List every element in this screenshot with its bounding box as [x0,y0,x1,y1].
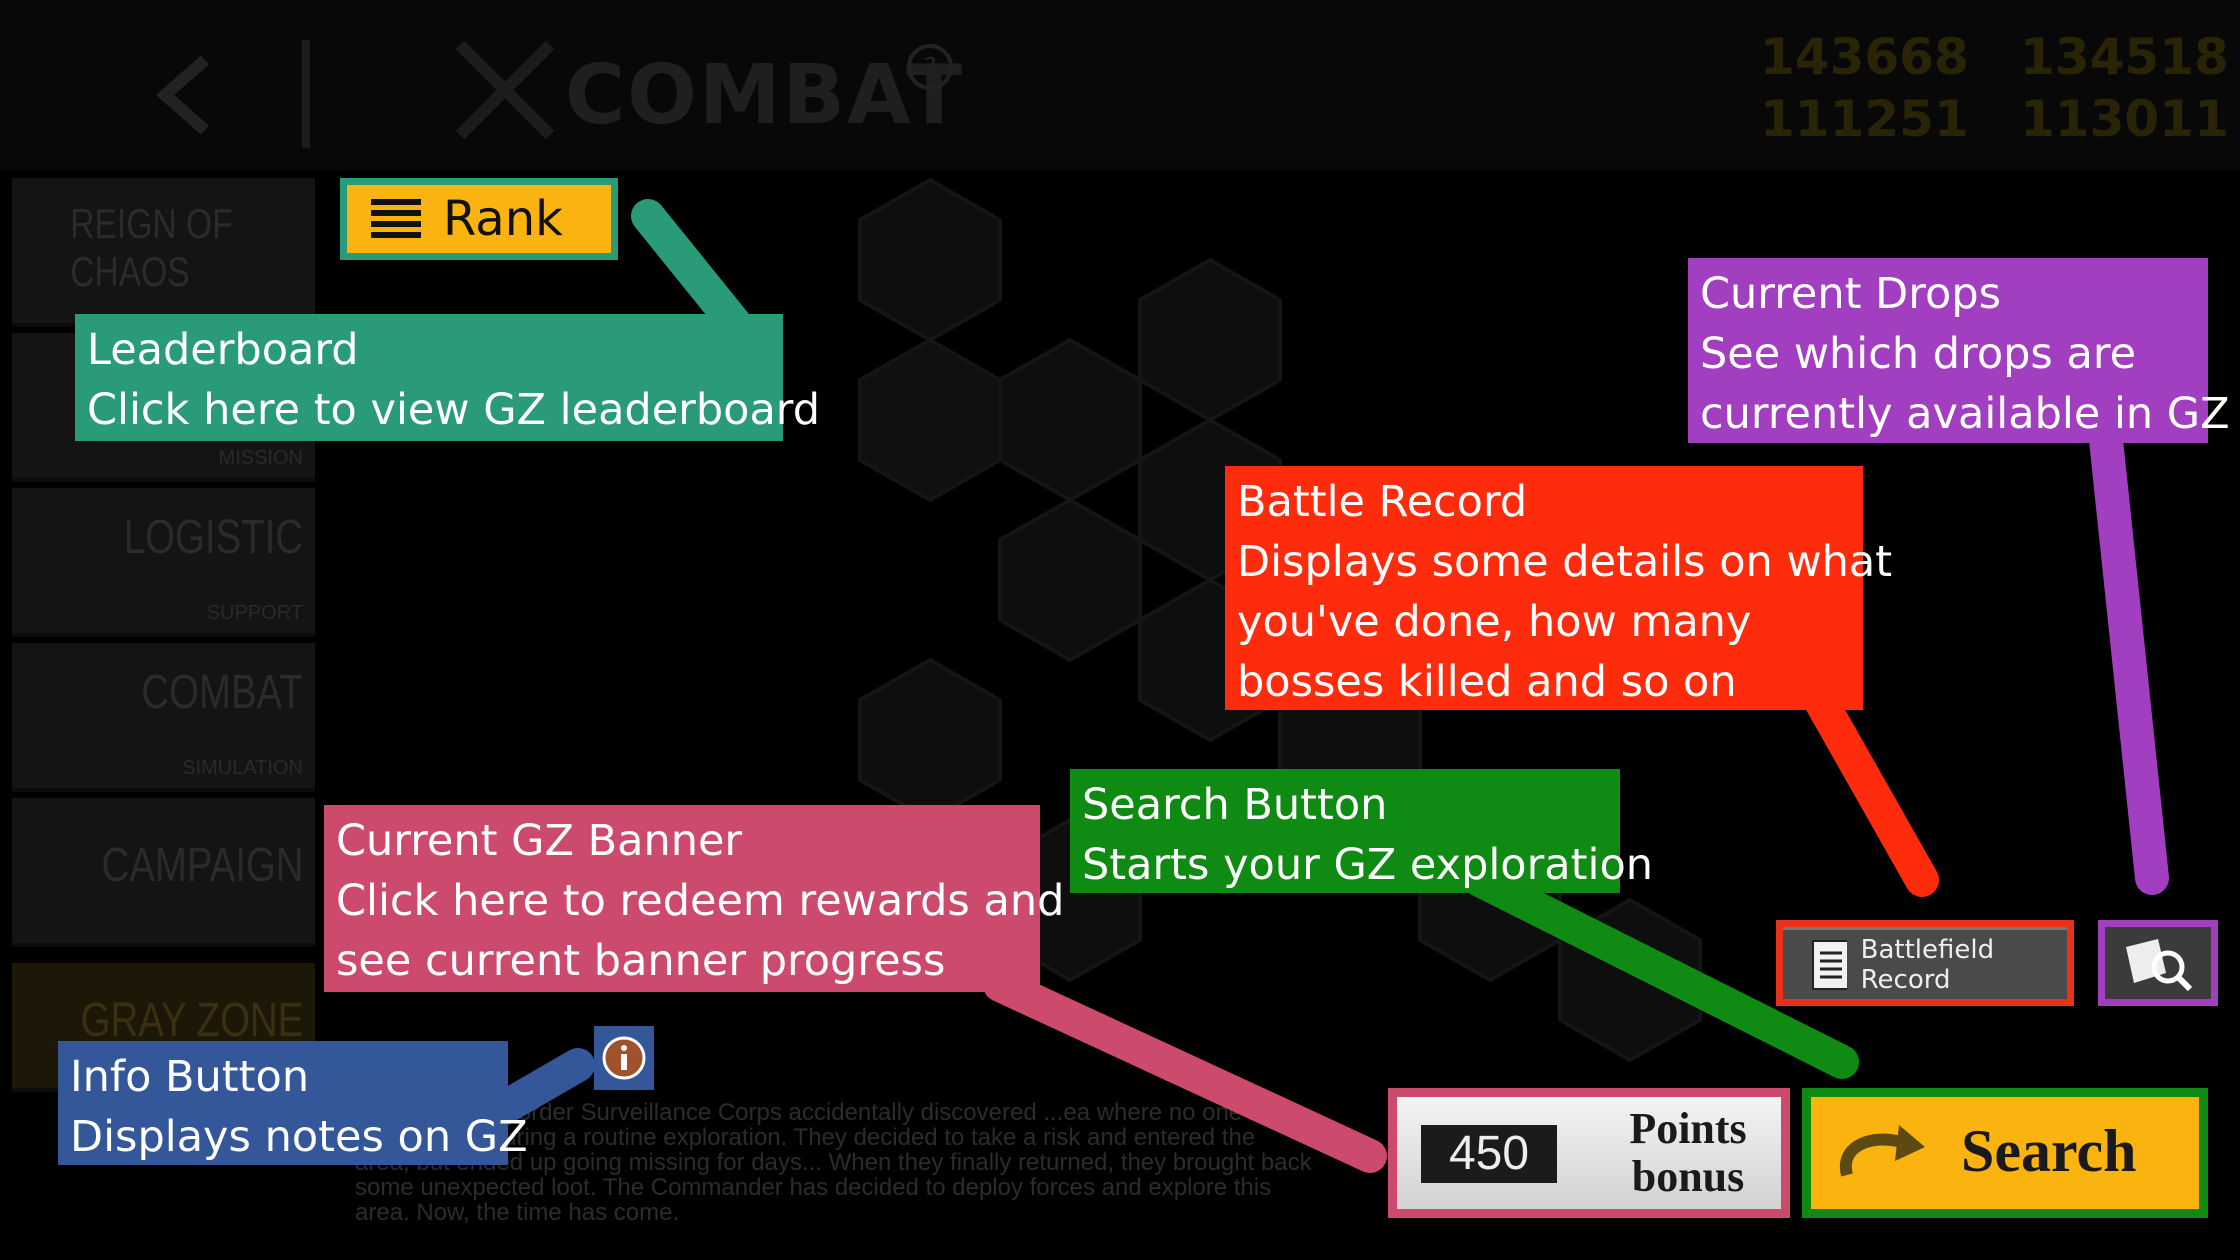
points-label: Points bonus [1603,1105,1773,1201]
points-value: 450 [1421,1125,1557,1183]
points-label-line1: Points [1629,1104,1747,1153]
current-drops-connector [2089,423,2169,895]
leaderboard-connector [631,199,757,347]
gz-banner-button[interactable]: 450 Points bonus [1388,1088,1790,1218]
info-connector [483,1048,595,1127]
page-title: COMBAT [565,48,965,143]
sidebar-item-sub: SIMULATION [182,757,303,779]
sidebar-item-sub: MISSION [218,447,303,469]
callout-title: Search Button [1082,780,1388,830]
current-drops-callout: Current Drops See which drops are curren… [1688,258,2230,443]
battle-record-connector [1803,683,1939,897]
back-arrow-icon[interactable] [150,50,220,140]
callout-title: Leaderboard [87,325,359,375]
info-button[interactable] [594,1026,654,1090]
drops-magnifier-icon [2126,939,2193,992]
divider [302,40,310,148]
info-button-callout: Info Button Displays notes on GZ [58,1041,528,1165]
rank-button[interactable]: Rank [340,178,618,260]
points-label-line2: bonus [1631,1152,1745,1201]
document-icon [1812,939,1847,990]
callout-text: See which drops are [1700,329,2137,379]
callout-text: Click here to view GZ leaderboard [87,385,821,435]
callout-text: Click here to redeem rewards and [336,876,1065,926]
info-icon [602,1036,646,1080]
callout-text: Starts your GZ exploration [1082,840,1654,890]
callout-text: currently available in GZ [1700,389,2230,439]
sidebar-item-combat[interactable]: COMBAT SIMULATION [12,643,315,792]
search-button-label: Search [1961,1118,2137,1184]
manpower-count: 143668 [1760,28,1969,86]
callout-title: Current GZ Banner [336,816,743,866]
sidebar-item-logistic[interactable]: LOGISTIC SUPPORT [12,488,315,637]
gz-banner-connector [983,968,1387,1173]
battle-record-callout: Battle Record Displays some details on w… [1225,466,1893,710]
sidebar-item-label: REIGN OF CHAOS [70,200,233,295]
sidebar-item-label: COMBAT [141,666,303,719]
search-button-callout: Search Button Starts your GZ exploration [1070,769,1654,893]
sidebar-item-label: CAMPAIGN [101,839,303,892]
crossed-rifles-icon [455,40,555,140]
current-drops-button[interactable] [2098,920,2218,1006]
top-bar [0,0,2240,170]
callout-text: see current banner progress [336,936,946,986]
gz-banner-callout: Current GZ Banner Click here to redeem r… [324,805,1065,992]
help-icon[interactable]: ? [905,42,955,92]
rations-count: 111251 [1760,90,1969,148]
callout-text: you've done, how many [1237,597,1752,647]
parts-count: 113011 [2020,90,2229,148]
callout-text: Displays some details on what [1237,537,1893,587]
sidebar-item-sub: SUPPORT [206,602,303,624]
callout-text: Displays notes on GZ [70,1112,528,1162]
sidebar-item-campaign[interactable]: CAMPAIGN [12,798,315,947]
sidebar-item-reign-of-chaos[interactable]: REIGN OF CHAOS [12,178,315,327]
ammo-count: 134518 [2020,28,2229,86]
callout-text: bosses killed and so on [1237,657,1737,707]
sidebar-item-label: LOGISTIC [123,511,303,564]
leaderboard-callout: Leaderboard Click here to view GZ leader… [75,314,821,441]
callout-title: Battle Record [1237,477,1528,527]
rank-button-label: Rank [443,191,563,247]
search-connector [1463,863,1859,1079]
list-icon [371,199,421,238]
battlefield-record-button[interactable]: Battlefield Record [1776,920,2074,1006]
svg-text:?: ? [923,53,937,83]
sidebar-item-label: GRAY ZONE [80,994,303,1047]
callout-title: Info Button [70,1052,310,1102]
curved-arrow-icon [1839,1125,1925,1177]
search-button[interactable]: Search [1802,1088,2208,1218]
battlefield-record-label: Battlefield Record [1860,934,1995,995]
callout-title: Current Drops [1700,269,2002,319]
